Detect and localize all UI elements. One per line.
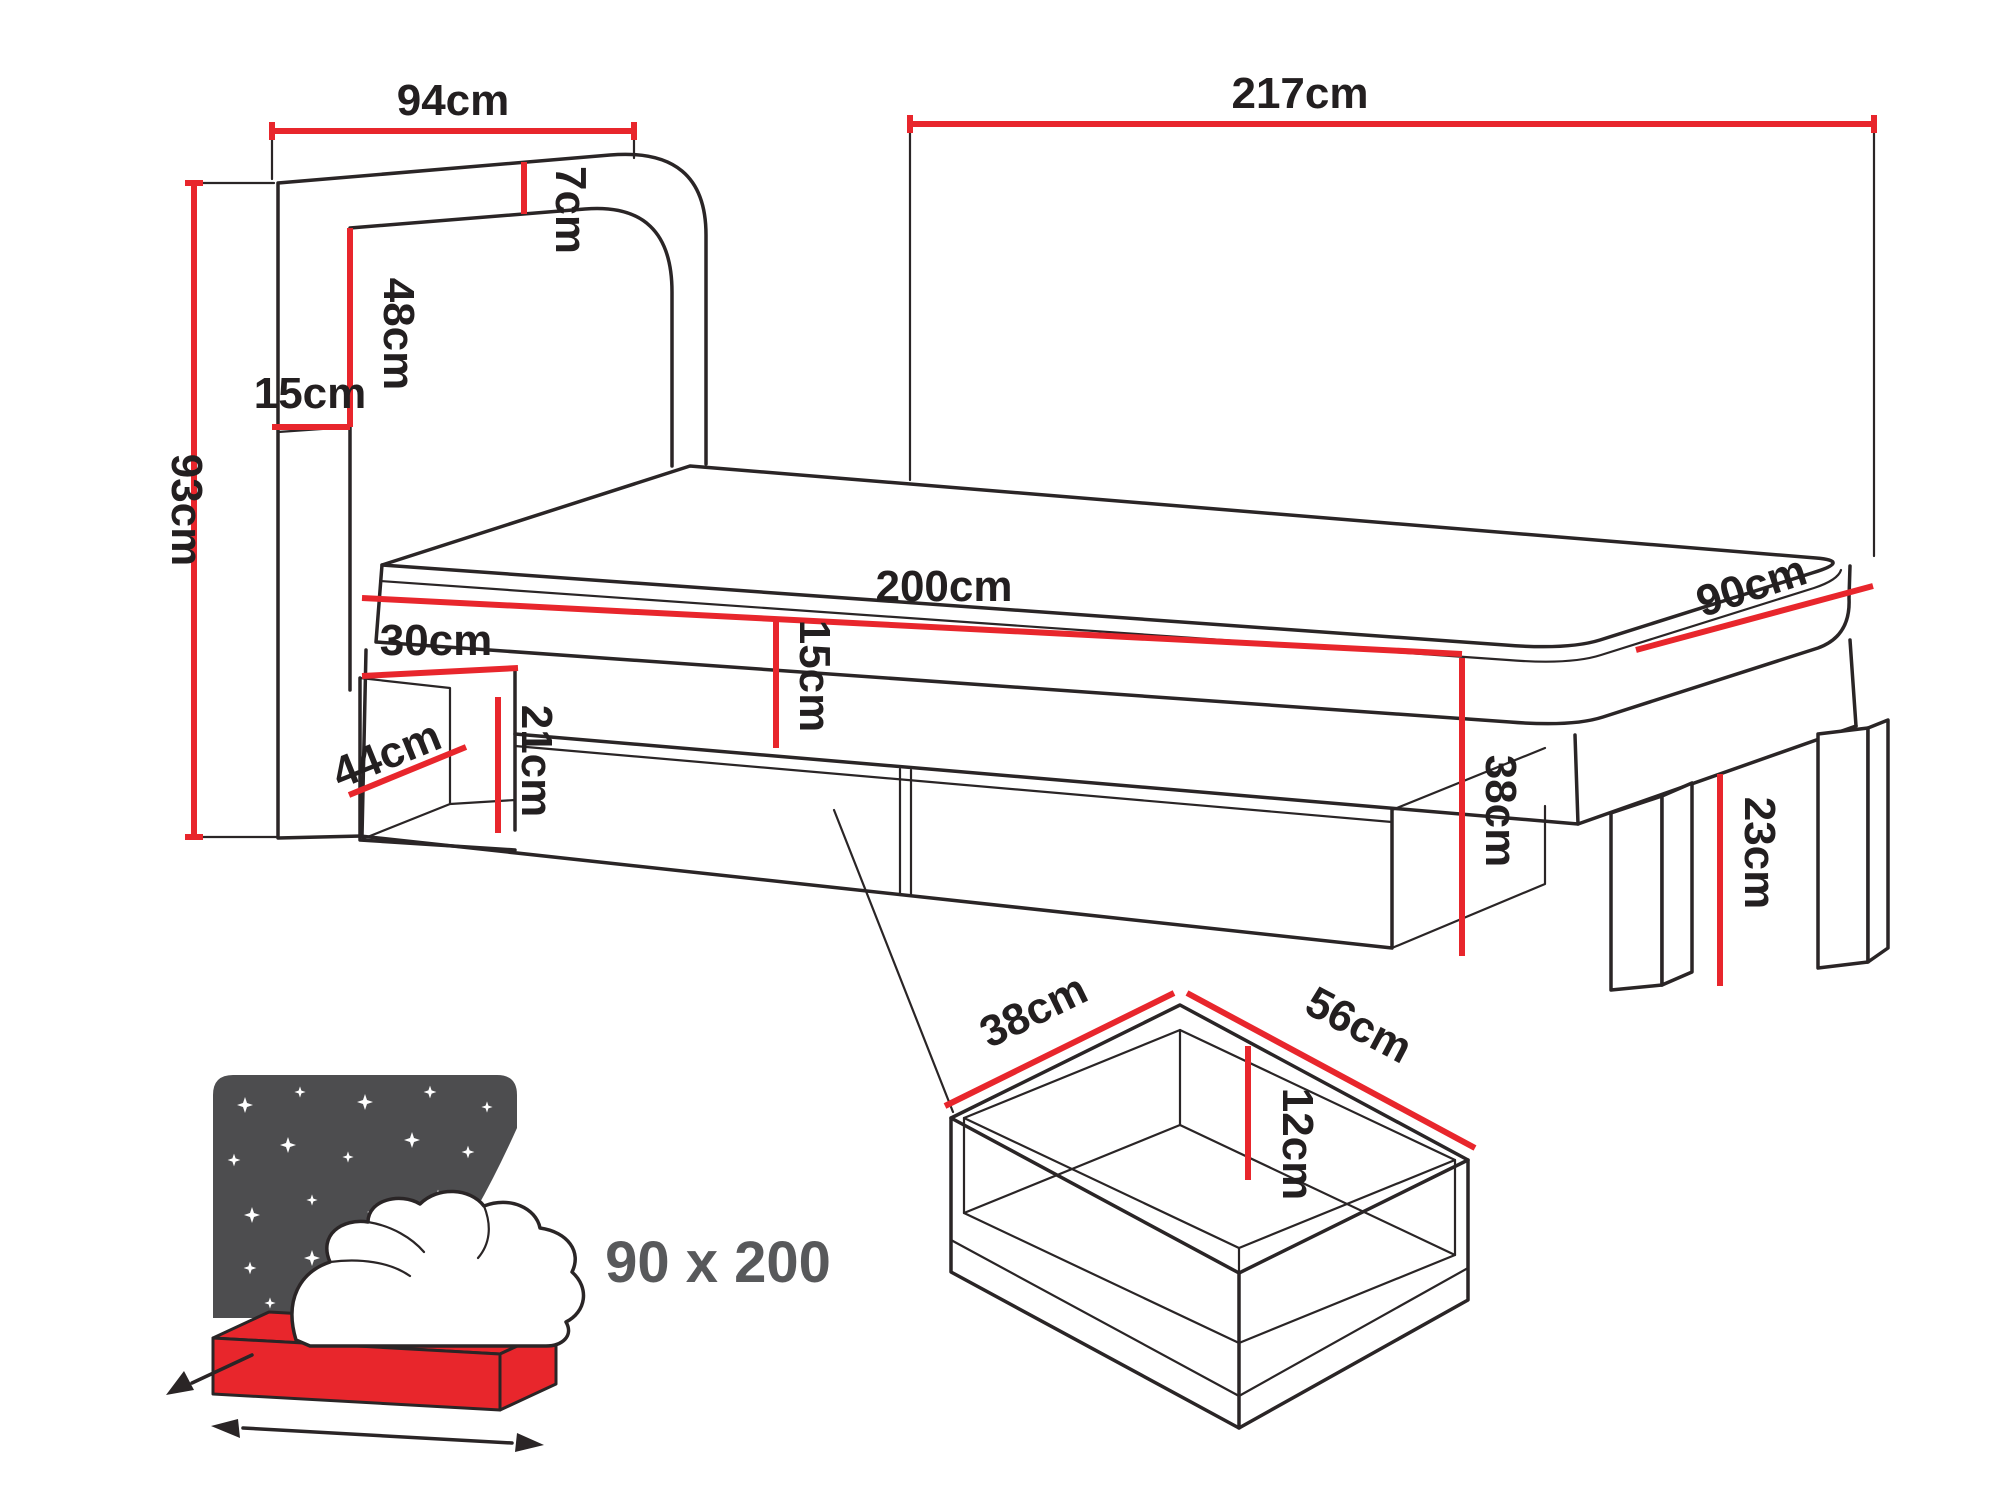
bed-legs [1609, 718, 1890, 992]
drawer-detail [949, 1003, 1470, 1430]
dim-label-frame-rail-height: 15cm [790, 620, 839, 733]
dim-label-side-panel-width: 15cm [254, 369, 367, 418]
headboard-niche [358, 668, 517, 852]
bed-frame [276, 638, 1858, 950]
bed-drawing [276, 152, 1890, 1114]
dim-label-top-thickness: 7cm [546, 166, 595, 254]
dim-label-drawer-width: 56cm [1298, 977, 1420, 1073]
dim-label-niche-depth: 44cm [325, 711, 448, 799]
dim-label-drawer-height: 12cm [1273, 1088, 1322, 1201]
dim-label-niche-height: 21cm [512, 705, 561, 818]
dim-label-total-height: 93cm [162, 454, 211, 567]
bed-size-icon: 90 x 200 [166, 1075, 831, 1452]
dim-label-base-height: 38cm [1476, 755, 1525, 868]
dimension-lines [185, 115, 1877, 1180]
mattress [374, 464, 1852, 726]
dim-label-headboard-height: 48cm [374, 278, 423, 391]
dim-label-bed-length: 200cm [875, 562, 1012, 611]
dim-label-total-length: 217cm [1231, 69, 1368, 118]
dim-label-headboard-depth: 94cm [397, 76, 510, 125]
dim-label-niche-width: 30cm [380, 616, 493, 665]
dim-label-leg-height: 23cm [1735, 797, 1784, 910]
icon-size-label: 90 x 200 [605, 1230, 831, 1295]
icon-duvet-folds [328, 1204, 490, 1278]
drawer-leader-line [832, 808, 955, 1114]
icon-dimension-arrows [166, 1353, 544, 1452]
